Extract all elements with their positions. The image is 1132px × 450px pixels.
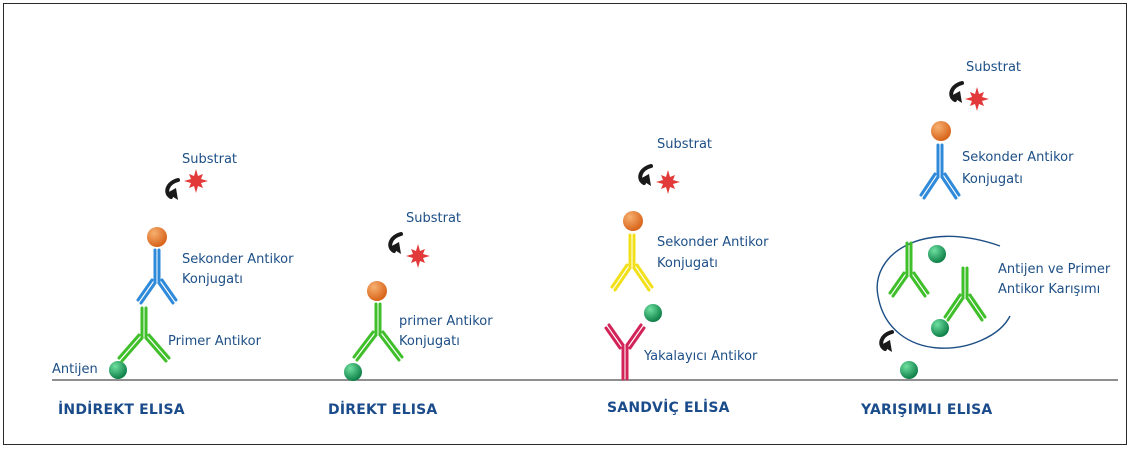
- indirect-secondary-label-line1: Sekonder Antikor: [182, 252, 294, 267]
- indirect-substrate-label: Substrat: [182, 152, 238, 167]
- enzyme-icon: [931, 121, 951, 141]
- direct-elisa-illustration: [344, 232, 430, 381]
- sandwich-capture-label: Yakalayıcı Antikor: [644, 349, 758, 364]
- competitive-substrate-label: Substrat: [966, 60, 1022, 75]
- enzyme-icon: [367, 281, 387, 301]
- antigen-icon: [900, 361, 918, 379]
- direct-elisa-title: DİREKT ELISA: [328, 402, 438, 418]
- substrate-star-icon: [406, 244, 430, 268]
- antigen-icon: [644, 304, 662, 322]
- primary-antibody-conjugate-icon: [352, 302, 404, 362]
- enzyme-icon: [623, 211, 643, 231]
- sandwich-elisa-illustration: [604, 164, 680, 381]
- indirect-antigen-label: Antijen: [52, 362, 98, 377]
- competitive-secondary-label-line1: Sekonder Antikor: [962, 150, 1074, 165]
- enzyme-icon: [147, 227, 167, 247]
- sandwich-secondary-label-line1: Sekonder Antikor: [657, 235, 769, 250]
- mixture-antigen-icon: [931, 319, 949, 337]
- competitive-elisa-title: YARIŞIMLI ELISA: [861, 402, 993, 418]
- secondary-antibody-icon: [919, 143, 961, 200]
- direct-substrate-label: Substrat: [406, 211, 462, 226]
- mixture-antigen-icon: [928, 245, 946, 263]
- competitive-elisa-illustration: [876, 81, 1011, 379]
- indirect-secondary-label-line2: Konjugatı: [182, 272, 243, 287]
- reaction-arrow-icon: [879, 330, 894, 354]
- indirect-elisa-title: İNDİREKT ELISA: [58, 402, 185, 418]
- mixture-primary-antibody-icon: [943, 266, 987, 322]
- substrate-star-icon: [965, 87, 989, 111]
- reaction-arrow-icon: [949, 81, 964, 105]
- indirect-primary-label: Primer Antikor: [168, 334, 261, 349]
- sandwich-secondary-antibody-icon: [610, 233, 654, 292]
- antigen-icon: [344, 363, 362, 381]
- substrate-star-icon: [656, 170, 680, 194]
- competitive-mixture-label-line2: Antikor Karışımı: [998, 282, 1101, 297]
- reaction-arrow-icon: [165, 178, 180, 202]
- sandwich-secondary-label-line2: Konjugatı: [657, 256, 718, 271]
- capture-antibody-icon: [604, 323, 646, 381]
- indirect-elisa-illustration: [109, 169, 208, 379]
- substrate-star-icon: [184, 169, 208, 193]
- secondary-antibody-icon: [136, 248, 178, 305]
- reaction-arrow-icon: [388, 232, 403, 256]
- sandwich-elisa-title: SANDVİÇ ELİSA: [607, 400, 730, 416]
- mixture-primary-antibody-icon: [888, 241, 930, 298]
- direct-primary-label-line2: Konjugatı: [399, 334, 460, 349]
- mixture-arc: [876, 235, 1011, 349]
- competitive-mixture-label-line1: Antijen ve Primer: [998, 262, 1111, 277]
- sandwich-substrate-label: Substrat: [657, 137, 713, 152]
- reaction-arrow-icon: [638, 164, 653, 188]
- competitive-secondary-label-line2: Konjugatı: [962, 172, 1023, 187]
- direct-primary-label-line1: primer Antikor: [399, 314, 493, 329]
- diagram-frame: [3, 3, 1127, 445]
- primary-antibody-icon: [117, 306, 171, 363]
- antigen-icon: [109, 361, 127, 379]
